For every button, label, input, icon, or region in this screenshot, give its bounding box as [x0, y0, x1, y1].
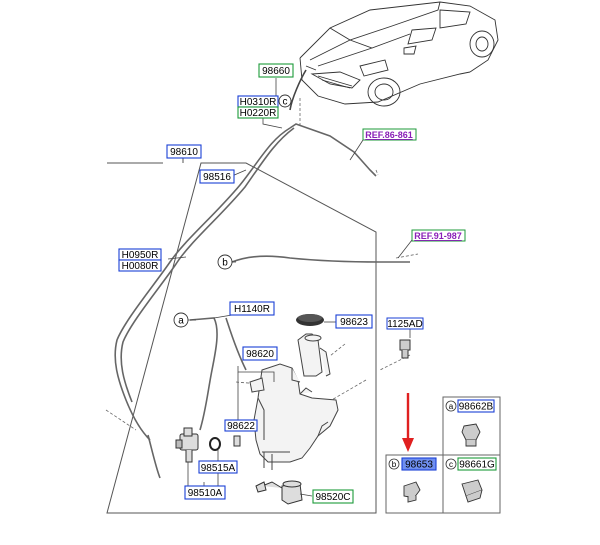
label-98623[interactable]: 98623	[335, 314, 373, 329]
subpart-cell-a-callout: a	[449, 402, 454, 411]
label-98510a[interactable]: 98510A	[184, 485, 226, 500]
mounting-bolt	[399, 339, 411, 359]
red-indicator-arrow	[402, 393, 414, 452]
callout-a[interactable]: a	[173, 312, 189, 328]
level-sensor	[255, 480, 303, 505]
label-h0310r[interactable]: H0310R	[237, 95, 279, 108]
label-98662b-text: 98662B	[459, 402, 494, 413]
ref-91-leader	[397, 239, 413, 259]
hose-connector	[233, 435, 241, 447]
label-98516-text: 98516	[203, 172, 231, 183]
label-98620-text: 98620	[246, 349, 274, 360]
label-98660-text: 98660	[262, 66, 290, 77]
callout-b[interactable]: b	[217, 254, 233, 270]
label-98620[interactable]: 98620	[242, 346, 278, 361]
label-1125ad-text: 1125AD	[387, 319, 422, 330]
label-98610[interactable]: 98610	[166, 144, 202, 159]
ref-86-leader	[349, 139, 364, 161]
clip-98661g-icon	[461, 479, 483, 503]
subpart-cell-b-callout: b	[392, 460, 397, 469]
ref-86-861-text: REF.86-861	[365, 130, 413, 140]
washer-reservoir-tank	[249, 333, 339, 470]
label-1125ad[interactable]: 1125AD	[386, 317, 424, 330]
washer-pump	[175, 427, 199, 463]
label-98660[interactable]: 98660	[258, 63, 294, 78]
callout-c-text: c	[283, 97, 288, 108]
ref-86-861-link[interactable]: REF.86-861	[362, 128, 417, 141]
callout-b-text: b	[222, 258, 228, 269]
label-98515a[interactable]: 98515A	[198, 460, 238, 474]
label-98520c-text: 98520C	[315, 492, 350, 503]
subparts-grid	[385, 396, 501, 514]
label-98653-text: 98653	[405, 460, 433, 471]
main-assembly-frame	[106, 149, 377, 514]
subpart-cell-c[interactable]: c 98661G	[445, 457, 497, 503]
label-98520c[interactable]: 98520C	[312, 489, 354, 504]
label-98622-text: 98622	[227, 421, 255, 432]
label-h0950r-text: H0950R	[122, 250, 159, 261]
clip-98653-icon	[403, 481, 421, 503]
label-h0220r[interactable]: H0220R	[237, 106, 279, 119]
subpart-cell-a[interactable]: a 98662B	[445, 399, 495, 447]
label-98622[interactable]: 98622	[224, 419, 258, 432]
label-98515a-text: 98515A	[201, 463, 236, 474]
label-h1140r[interactable]: H1140R	[229, 301, 275, 316]
label-98510a-text: 98510A	[188, 488, 223, 499]
label-98516[interactable]: 98516	[199, 169, 235, 184]
label-h0080r[interactable]: H0080R	[118, 259, 162, 272]
label-h0310r-text: H0310R	[240, 97, 277, 108]
label-h0220r-text: H0220R	[240, 108, 277, 119]
label-98623-text: 98623	[340, 317, 368, 328]
label-h0080r-text: H0080R	[122, 261, 159, 272]
ref-91-987-text: REF.91-987	[414, 231, 462, 241]
subpart-cell-c-callout: c	[449, 460, 453, 469]
callout-c[interactable]: c	[278, 94, 292, 108]
subpart-cell-b[interactable]: b 98653	[388, 457, 437, 503]
label-98661g-text: 98661G	[459, 460, 495, 471]
label-98610-text: 98610	[170, 147, 198, 158]
label-h1140r-text: H1140R	[234, 304, 270, 315]
clip-98662b-icon	[461, 423, 481, 447]
washer-hoses	[114, 123, 410, 479]
callout-a-text: a	[178, 316, 184, 327]
ref-91-987-link[interactable]: REF.91-987	[411, 229, 466, 242]
label-h0950r[interactable]: H0950R	[118, 248, 162, 261]
pump-grommet	[209, 437, 221, 451]
reservoir-cap	[296, 314, 324, 326]
vehicle-illustration	[289, 1, 499, 111]
